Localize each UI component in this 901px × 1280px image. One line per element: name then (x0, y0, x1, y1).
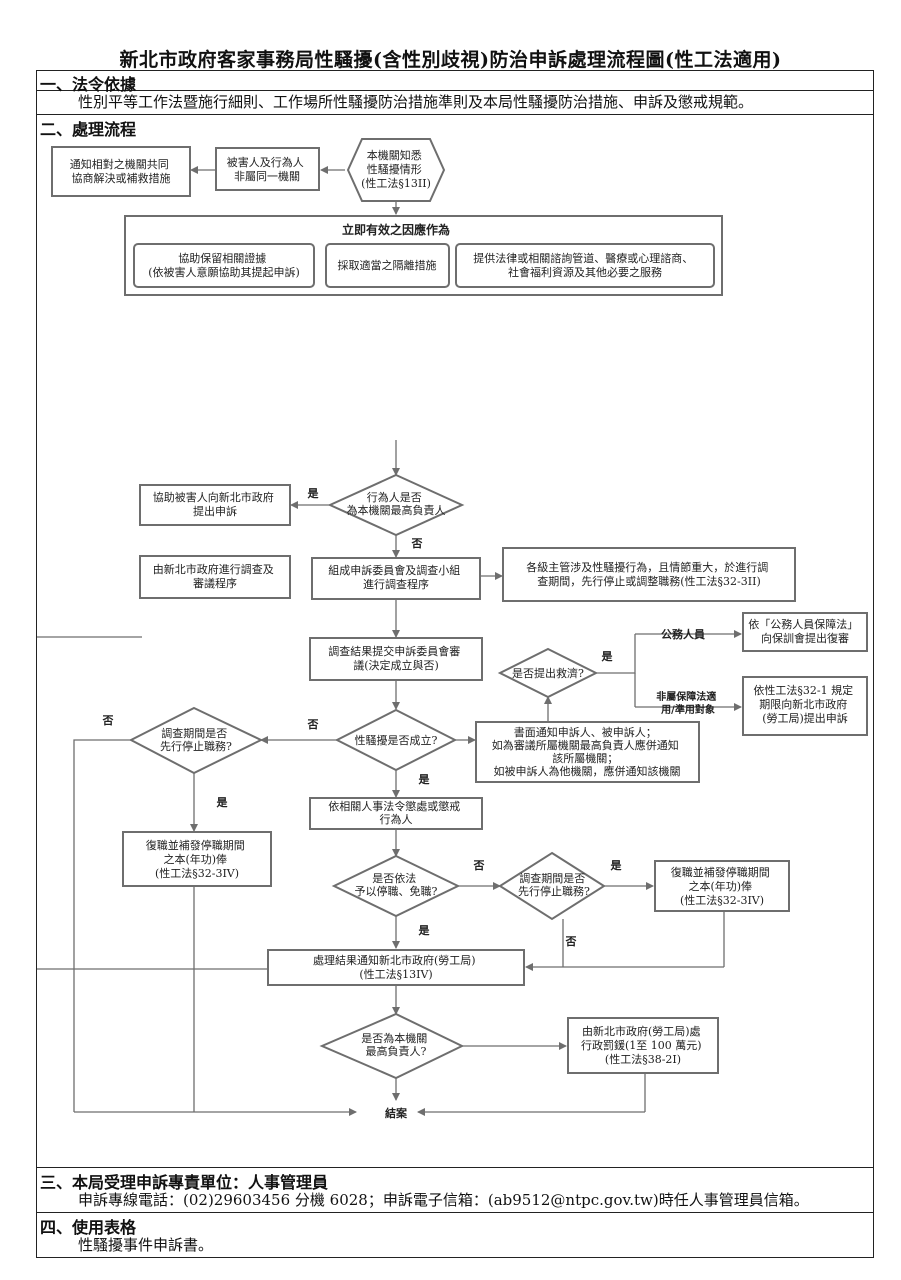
no-label: 否 (565, 935, 577, 948)
notify-other-agency-box (51, 146, 191, 197)
start-label: 本機關知悉 性騷擾情形 (性工法§13II) (361, 148, 431, 190)
written-notice-box (475, 721, 700, 783)
q-established-label: 性騷擾是否成立? (355, 733, 438, 747)
q-top-manager2-diamond (319, 1012, 465, 1080)
yes-label: 是 (601, 650, 614, 663)
connectors (37, 166, 742, 1116)
section-forms-text: 性騷擾事件申訴書。 (78, 1236, 214, 1254)
discipline-label: 依相關人事法令懲處或懲戒 行為人 (328, 799, 464, 826)
civil-action-label: 依「公務人員保障法」 向保訓會提出復審 (748, 617, 862, 645)
discipline-box (309, 797, 483, 830)
services-label: 提供法律或相關諮詢管道、醫療或心理諮商、 社會福利資源及其他必要之服務 (473, 251, 697, 279)
not-same-agency-label: 被害人及行為人 非屬同一機關 (227, 155, 308, 183)
form-committee-box (311, 557, 481, 600)
q-relief-diamond (497, 647, 599, 699)
suspend-supervisor-label: 各級主管涉及性騷擾行為，且情節重大，於進行調 查期間，先行停止或調整職務(性工法… (526, 560, 772, 588)
yes-label: 是 (418, 924, 431, 937)
civil-servant-label: 公務人員 (661, 627, 705, 641)
q-dismiss-label: 是否依法 予以停職、免職? (355, 871, 438, 898)
submit-result-box (309, 637, 483, 681)
yes-label: 是 (216, 796, 229, 809)
assist-city-label: 協助被害人向新北市政府 提出申訴 (153, 490, 278, 518)
non-civil-action-box (742, 676, 868, 736)
divider (36, 1167, 874, 1168)
q-top-manager2-label: 是否為本機關 最高負責人? (361, 1031, 431, 1058)
section-process-title: 二、處理流程 (40, 120, 137, 139)
civil-action-box (742, 612, 868, 652)
evidence-label: 協助保留相關證據 (依被害人意願協助其提起申訴) (148, 251, 300, 279)
services-box (455, 243, 715, 288)
q-suspended-right-diamond (498, 851, 606, 921)
notify-other-agency-label: 通知相對之機關共同 協商解決或補救措施 (70, 157, 173, 185)
not-same-agency-box (215, 147, 320, 191)
city-investigate-box (139, 555, 291, 599)
isolation-box (325, 243, 450, 288)
form-committee-label: 組成申訴委員會及調查小組 進行調查程序 (328, 563, 464, 591)
suspend-supervisor-box (502, 547, 796, 602)
page-title: 新北市政府客家事務局性騷擾(含性別歧視)防治申訴處理流程圖(性工法適用) (119, 49, 782, 71)
q-top-manager-label: 行為人是否 為本機關最高負責人 (347, 490, 446, 517)
yes-label: 是 (610, 859, 623, 872)
non-civil-action-label: 依性工法§32-1 規定 期限向新北市政府 (勞工局)提出申訴 (753, 683, 856, 725)
isolation-label: 採取適當之隔離措施 (338, 258, 437, 272)
q-relief-label: 是否提出救濟? (512, 666, 584, 680)
divider (36, 90, 874, 91)
assist-city-box (139, 484, 291, 526)
q-suspended-right-label: 調查期間是否 先行停止職務? (518, 871, 590, 898)
written-notice-label: 書面通知申訴人、被申訴人； 如為審議所屬機關最高負責人應併通知 該所屬機關； 如… (492, 725, 683, 778)
notify-labor-box (267, 949, 525, 986)
fine-box (567, 1017, 719, 1074)
start-hexagon (346, 138, 446, 202)
section-law-title: 一、法令依據 (40, 75, 137, 94)
no-label: 否 (411, 537, 423, 550)
reinstate-left-label: 復職並補發停職期間 之本(年功)俸 (性工法§32-3IV) (146, 838, 249, 880)
q-suspended-left-label: 調查期間是否 先行停止職務? (160, 726, 232, 753)
notify-labor-label: 處理結果通知新北市政府(勞工局) (性工法§13IV) (313, 953, 479, 981)
no-label: 否 (473, 859, 485, 872)
evidence-box (133, 243, 315, 288)
reinstate-right-box (654, 860, 790, 912)
yes-label: 是 (307, 487, 320, 500)
close-label: 結案 (385, 1106, 408, 1120)
document-frame (36, 70, 874, 1258)
q-top-manager-diamond (327, 473, 465, 537)
divider (36, 1212, 874, 1213)
non-civil-label: 非屬保障法適 用/準用對象 (656, 690, 719, 716)
q-suspended-left-diamond (128, 706, 264, 775)
yes-label: 是 (418, 773, 431, 786)
submit-result-label: 調查結果提交申訴委員會審 議(決定成立與否) (328, 644, 464, 672)
fine-label: 由新北市政府(勞工局)處 行政罰鍰(1至 100 萬元) (性工法§38-2I) (581, 1024, 705, 1066)
divider (36, 114, 874, 115)
section-forms-title: 四、使用表格 (40, 1218, 137, 1237)
q-established-diamond (334, 708, 458, 772)
section-law-text: 性別平等工作法暨施行細則、工作場所性騷擾防治措施準則及本局性騷擾防治措施、申訴及… (78, 93, 754, 111)
no-label: 否 (102, 714, 114, 727)
section-unit-title: 三、本局受理申訴專責單位：人事管理員 (40, 1173, 329, 1192)
immediate-response-title: 立即有效之因應作為 (342, 222, 450, 237)
reinstate-right-label: 復職並補發停職期間 之本(年功)俸 (性工法§32-3IV) (671, 865, 774, 907)
no-label: 否 (307, 718, 319, 731)
reinstate-left-box (122, 831, 272, 887)
section-unit-text: 申訴專線電話：(02)29603456 分機 6028；申訴電子信箱：(ab95… (78, 1191, 809, 1209)
city-investigate-label: 由新北市政府進行調查及 審議程序 (153, 562, 278, 590)
q-dismiss-diamond (331, 854, 461, 918)
